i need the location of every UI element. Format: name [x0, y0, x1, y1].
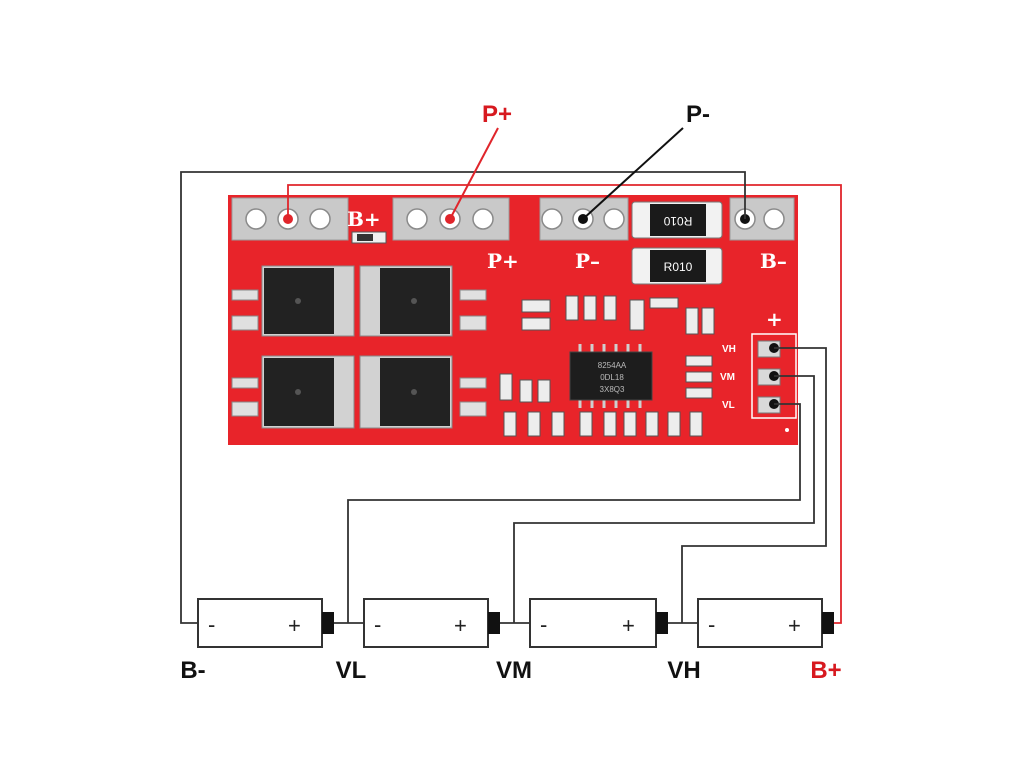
smd-part [357, 234, 373, 241]
battery-minus-sign: - [540, 612, 547, 637]
silk-vm: VM [720, 372, 735, 383]
silk-vh: VH [722, 344, 736, 355]
p-minus-label: P- [686, 101, 710, 128]
battery-cells: - + - + - + - + [197, 598, 834, 648]
ic-marking-3: 3X8Q3 [600, 385, 625, 394]
wires [180, 171, 842, 624]
vh-label: VH [667, 657, 700, 684]
vm-wire [513, 375, 815, 623]
bms-board: B+ P+ P– B– + R010 R010 [228, 195, 798, 445]
silk-vl: VL [722, 400, 735, 411]
silk-p-minus: P– [575, 249, 600, 273]
pad-holes [245, 208, 785, 230]
battery-plus-sign: + [454, 613, 467, 638]
battery-plus-sign: + [788, 613, 801, 638]
mosfets [231, 265, 487, 429]
battery-cell: - + [697, 598, 834, 648]
silk-b-plus: B+ [347, 207, 381, 231]
battery-cell: - + [363, 598, 500, 648]
mosfet [359, 355, 487, 429]
silk-b-minus: B– [760, 249, 787, 273]
mosfet [231, 265, 355, 337]
silk-plus: + [766, 307, 783, 331]
protection-ic: 8254AA 0DL18 3X8Q3 [569, 344, 653, 408]
b-plus-wire [287, 184, 842, 624]
ic-marking-2: 0DL18 [600, 373, 624, 382]
p-plus-label: P+ [482, 101, 512, 128]
mosfet [231, 355, 355, 429]
p-minus-leader [582, 127, 684, 220]
vm-label: VM [496, 657, 532, 684]
battery-cell: - + [529, 598, 668, 648]
battery-minus-sign: - [374, 612, 381, 637]
battery-plus-sign: + [622, 613, 635, 638]
battery-plus-sign: + [288, 613, 301, 638]
battery-minus-sign: - [708, 612, 715, 637]
b-minus-wire [180, 171, 746, 624]
b-plus-label: B+ [810, 657, 841, 684]
resistor-bottom-label: R010 [664, 260, 693, 274]
resistor-top-label: R010 [663, 214, 692, 228]
silk-p-plus: P+ [487, 249, 519, 273]
b-minus-label: B- [180, 657, 205, 684]
battery-cell: - + [197, 598, 334, 648]
shunt-resistor-top: R010 [631, 201, 723, 239]
battery-minus-sign: - [208, 612, 215, 637]
vl-wire [347, 403, 801, 623]
mosfet [359, 265, 487, 337]
vl-label: VL [336, 657, 367, 684]
ic-marking-1: 8254AA [598, 361, 627, 370]
smd-components [499, 295, 715, 437]
p-plus-leader [449, 127, 499, 220]
vh-wire [681, 347, 827, 623]
shunt-resistor-bottom: R010 [631, 247, 723, 285]
